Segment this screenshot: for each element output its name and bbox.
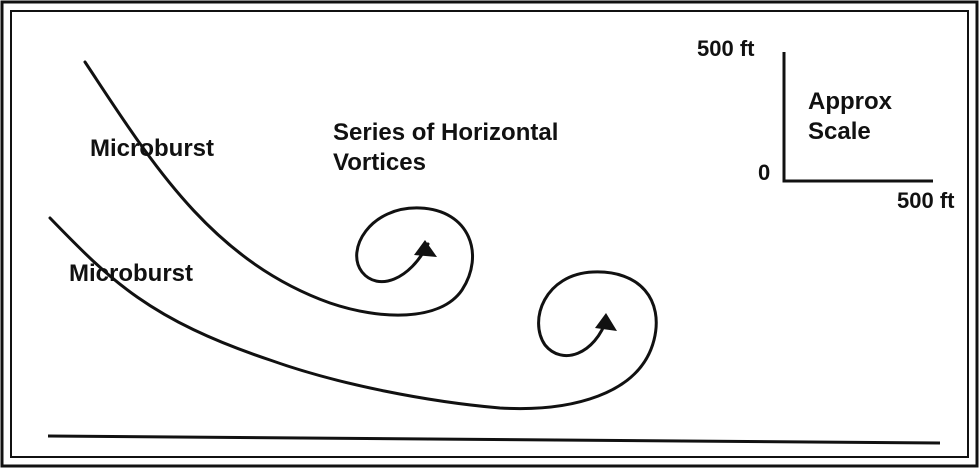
vortices-label-line1: Series of Horizontal	[333, 121, 558, 145]
scale-origin-label: 0	[758, 162, 770, 184]
ground-line	[48, 436, 940, 443]
vortex-arrowhead-upper	[414, 240, 437, 257]
vortices-label-line2: Vortices	[333, 151, 426, 175]
scale-title-line1: Approx	[808, 90, 892, 114]
scale-axes	[784, 52, 933, 181]
scale-y-top-label: 500 ft	[697, 38, 754, 60]
microburst-label-lower: Microburst	[69, 262, 193, 286]
inner-border	[11, 11, 968, 457]
microburst-flow-lower	[50, 218, 656, 409]
scale-x-right-label: 500 ft	[897, 190, 954, 212]
scale-title-line2: Scale	[808, 120, 871, 144]
vortex-arrowhead-lower	[595, 313, 617, 331]
microburst-label-upper: Microburst	[90, 137, 214, 161]
